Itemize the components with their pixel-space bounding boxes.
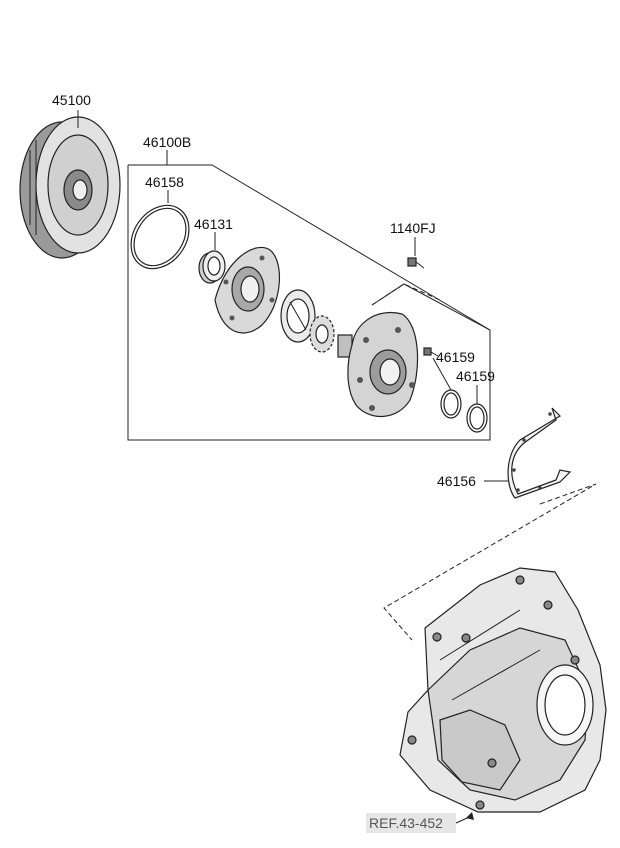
o-ring-part[interactable] [119, 194, 201, 280]
part-label-46156[interactable]: 46156 [437, 473, 476, 489]
oil-seal-part[interactable] [198, 250, 226, 284]
leader-46159-a [432, 357, 452, 391]
alignment-line-bolt [371, 283, 441, 306]
part-label-1140FJ[interactable]: 1140FJ [390, 220, 436, 236]
torque-converter-part[interactable] [19, 116, 121, 259]
oil-pump-assembly-frame [127, 164, 491, 441]
inner-gear-part[interactable] [309, 315, 335, 353]
pump-cover-part[interactable] [214, 246, 281, 334]
pump-bolt-part[interactable] [423, 347, 439, 357]
gasket-part[interactable] [507, 407, 572, 499]
part-label-45100[interactable]: 45100 [52, 92, 91, 108]
part-label-46159-a[interactable]: 46159 [436, 349, 475, 365]
part-label-46158[interactable]: 46158 [145, 174, 184, 190]
seal-ring-2-part[interactable] [466, 403, 488, 433]
part-label-46159-b[interactable]: 46159 [456, 368, 495, 384]
transmission-case-part[interactable] [399, 567, 607, 813]
pump-body-part[interactable] [337, 312, 419, 418]
seal-ring-1-part[interactable] [440, 389, 462, 419]
ref-label[interactable]: REF.43-452 [366, 812, 474, 833]
outer-gear-part[interactable] [280, 289, 316, 343]
bolt-part[interactable] [407, 257, 425, 269]
part-label-46131[interactable]: 46131 [194, 216, 233, 232]
part-label-46100B[interactable]: 46100B [143, 134, 191, 150]
svg-text:REF.43-452: REF.43-452 [369, 815, 443, 831]
